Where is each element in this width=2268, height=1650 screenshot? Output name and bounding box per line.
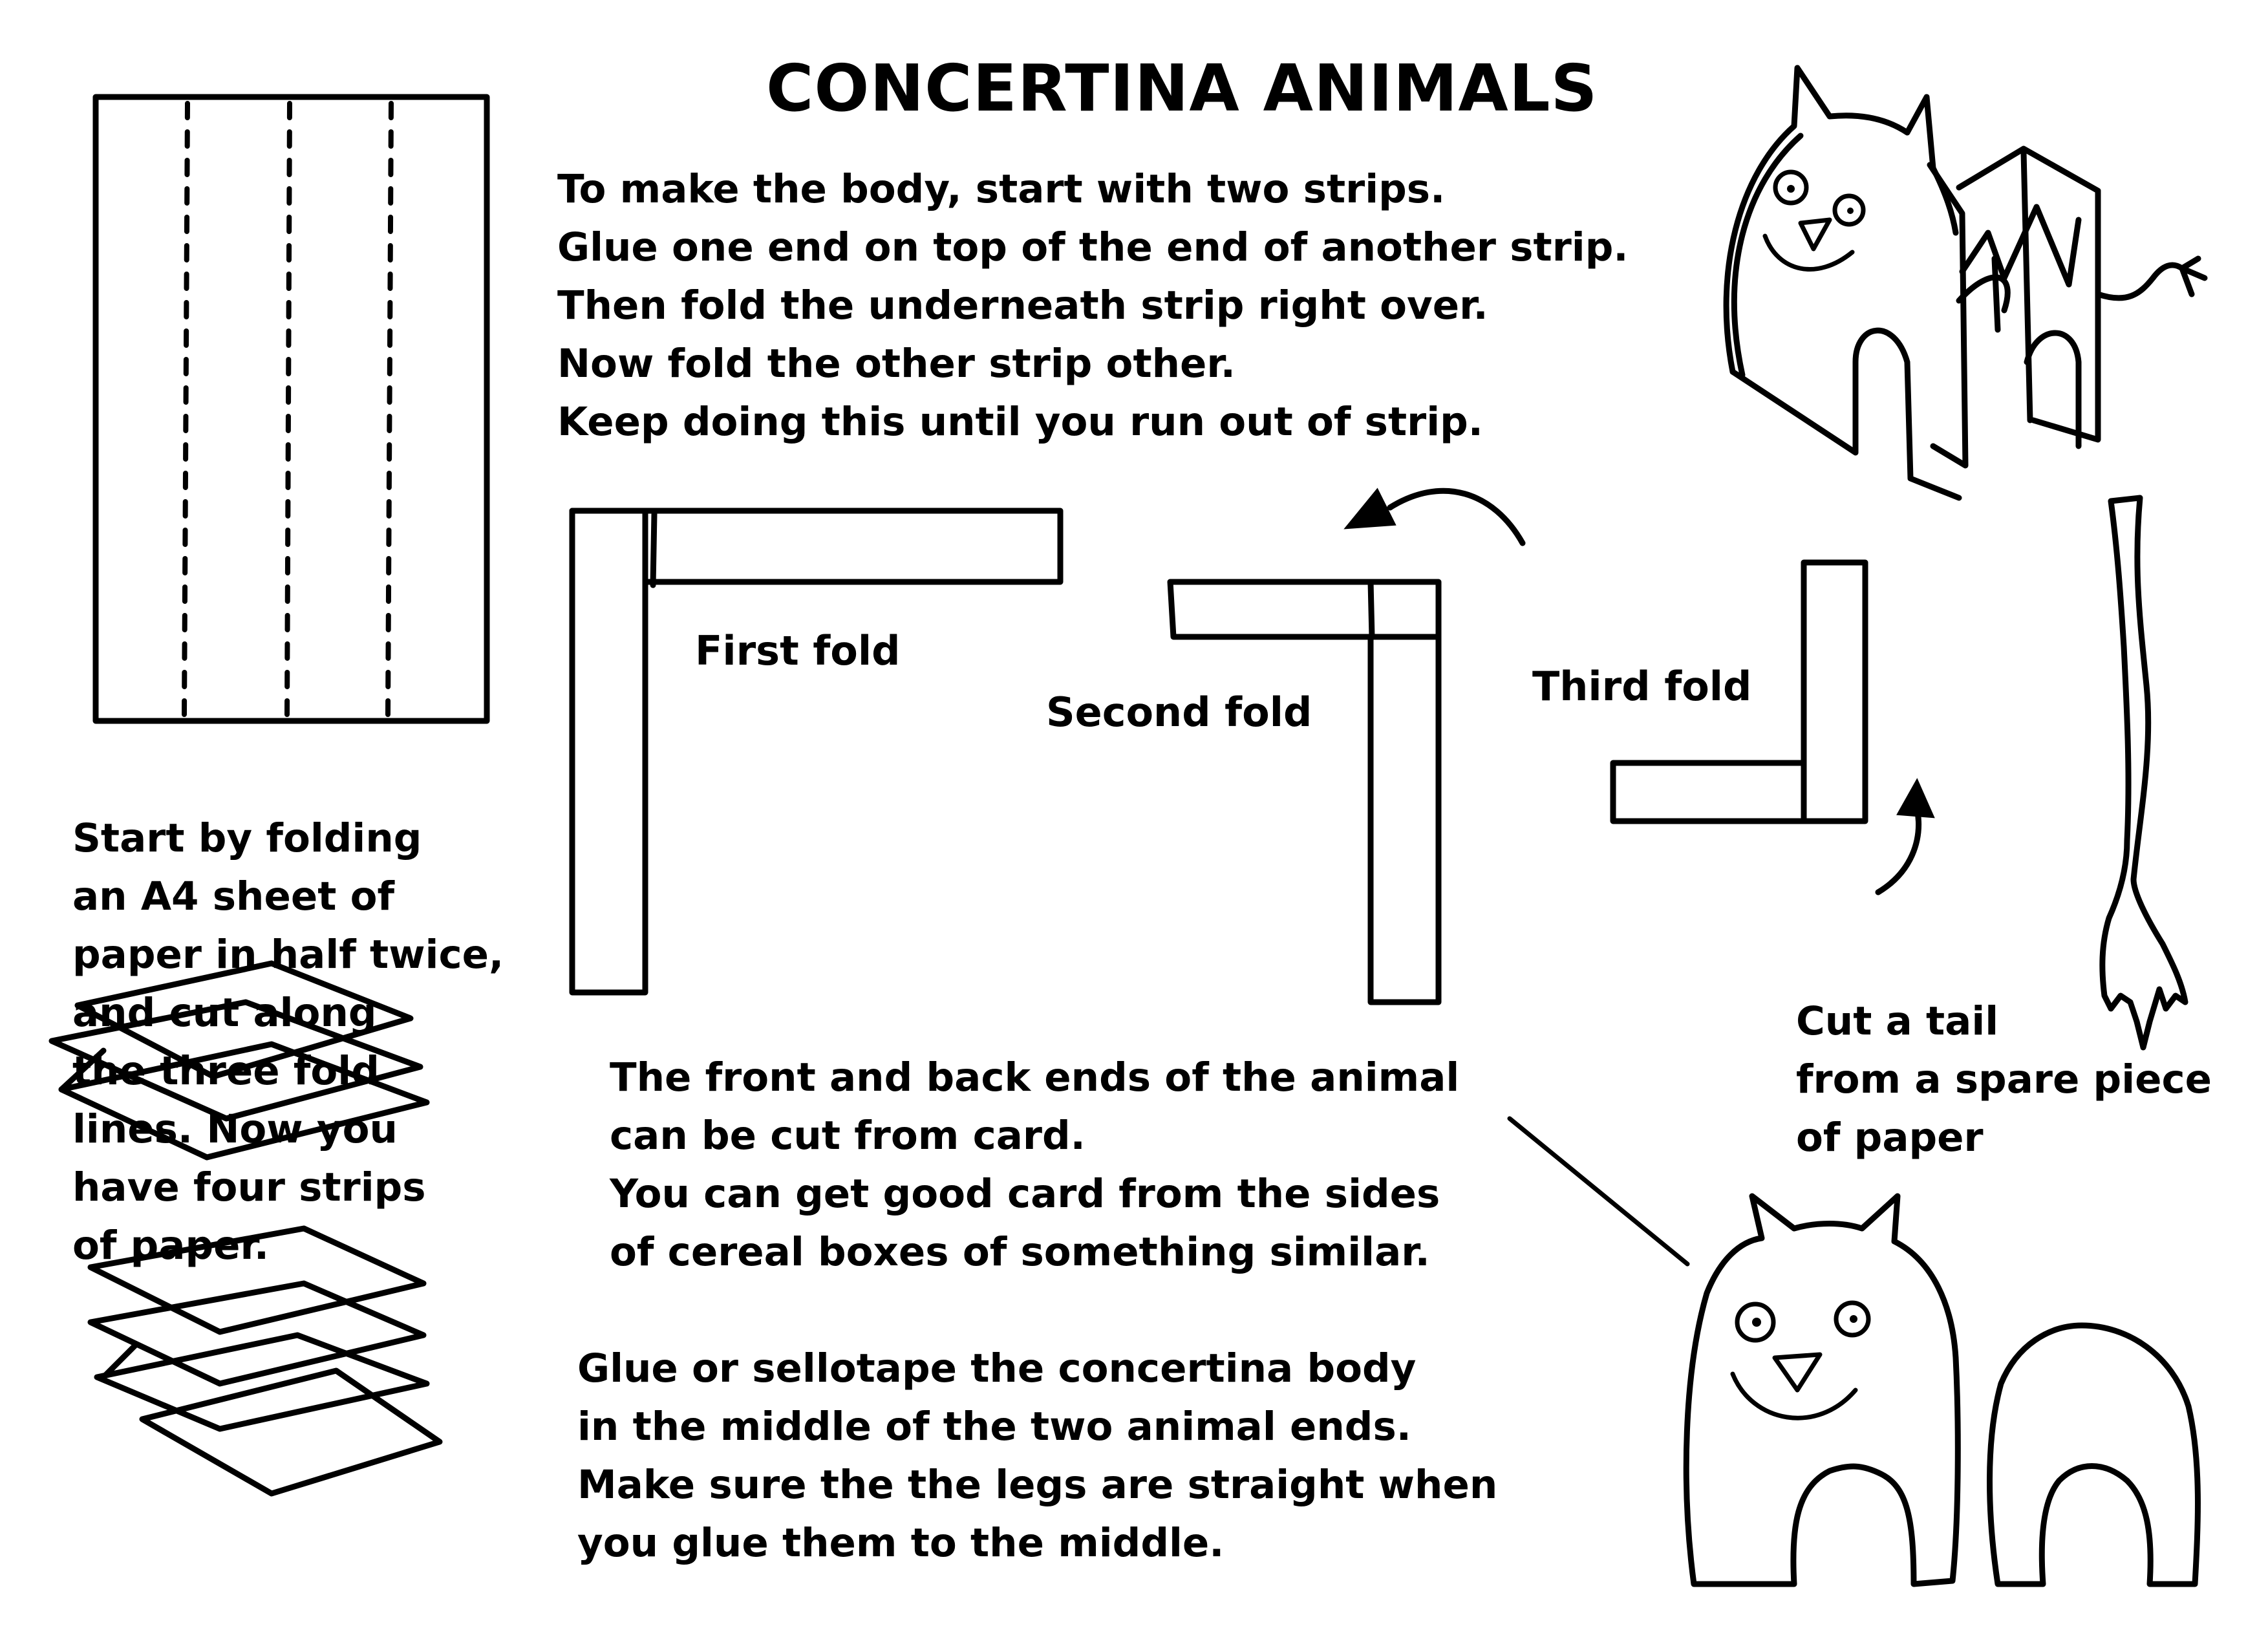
start-line: an A4 sheet of: [72, 873, 395, 919]
ends-line: can be cut from card.: [610, 1113, 1086, 1159]
tail-line: of paper: [1796, 1115, 1984, 1161]
glue-line: Glue or sellotape the concertina body: [577, 1345, 1417, 1391]
tail-instructions: Cut a tail from a spare piece of paper: [1796, 992, 2212, 1167]
start-line: and cut along: [72, 990, 377, 1036]
glue-instructions: Glue or sellotape the concertina body in…: [577, 1340, 1497, 1572]
ends-line: You can get good card from the sides: [610, 1171, 1440, 1217]
intro-instructions: To make the body, start with two strips.…: [557, 160, 1629, 451]
ends-line: of cereal boxes of something similar.: [610, 1229, 1430, 1275]
glue-line: you glue them to the middle.: [577, 1520, 1225, 1566]
intro-line: Keep doing this until you run out of str…: [557, 399, 1483, 445]
start-instructions: Start by folding an A4 sheet of paper in…: [72, 809, 504, 1275]
start-line: the three fold: [72, 1048, 380, 1094]
first-fold-label: First fold: [695, 627, 901, 674]
animal-ends-instructions: The front and back ends of the animal ca…: [610, 1049, 1459, 1281]
pointer-line: [1507, 1116, 1690, 1267]
ends-line: The front and back ends of the animal: [610, 1055, 1460, 1100]
paper-strips-stack-illustration: [48, 960, 443, 1497]
start-line: have four strips: [72, 1164, 426, 1210]
assembled-animal-illustration: [1723, 65, 2208, 501]
page-title: CONCERTINA ANIMALS: [766, 50, 1598, 126]
third-fold-label: Third fold: [1532, 663, 1752, 710]
curved-arrow-left: [1343, 488, 1526, 546]
start-line: Start by folding: [72, 815, 422, 861]
start-line: of paper.: [72, 1223, 270, 1269]
first-fold-illustration: [569, 508, 1064, 996]
intro-line: To make the body, start with two strips.: [557, 166, 1446, 212]
intro-line: Then fold the underneath strip right ove…: [557, 283, 1488, 328]
third-fold-illustration: [1610, 559, 1868, 824]
animal-ends-illustration: [1683, 1193, 2201, 1587]
intro-line: Glue one end on top of the end of anothe…: [557, 224, 1629, 270]
curved-arrow-up: [1875, 778, 1935, 895]
glue-line: in the middle of the two animal ends.: [577, 1404, 1411, 1450]
start-line: paper in half twice,: [72, 932, 504, 978]
tail-illustration: [2099, 495, 2188, 1051]
tail-line: from a spare piece: [1796, 1056, 2212, 1102]
second-fold-label: Second fold: [1046, 689, 1312, 736]
second-fold-illustration: [1167, 579, 1442, 1005]
glue-line: Make sure the the legs are straight when: [577, 1462, 1498, 1508]
start-line: lines. Now you: [72, 1106, 398, 1152]
tail-line: Cut a tail: [1796, 998, 1999, 1044]
intro-line: Now fold the other strip other.: [557, 341, 1236, 387]
a4-sheet-illustration: [92, 94, 490, 724]
